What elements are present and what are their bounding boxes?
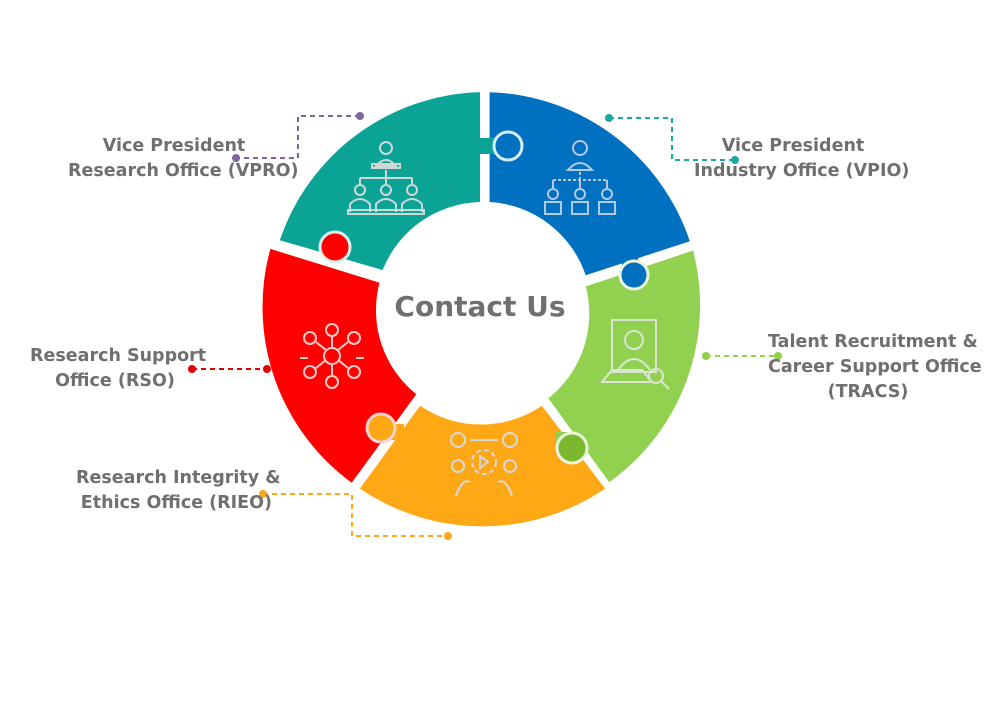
segment-vpro[interactable] [279, 92, 480, 270]
org-chart-icon [347, 141, 425, 215]
candidate-profile-icon [599, 319, 670, 390]
office-label-line: Ethics Office (RIEO) [80, 493, 272, 513]
office-label-line: Vice President [102, 136, 246, 156]
office-label-line: Research Office (VPRO) [68, 161, 299, 181]
office-label-line: Research Support [30, 346, 207, 366]
puzzle-tab-vpro-vpio [476, 130, 524, 162]
office-label-line: Industry Office (VPIO) [694, 161, 910, 181]
office-label-line: Vice President [721, 136, 865, 156]
office-label-vpio[interactable]: Vice President Industry Office (VPIO) [694, 134, 910, 184]
connector-rso [188, 365, 271, 373]
segment-tracs[interactable] [548, 250, 701, 483]
office-label-rso[interactable]: Research Support Office (RSO) [30, 344, 207, 394]
segment-vpio[interactable] [489, 92, 690, 276]
center-title: Contact Us [394, 290, 566, 323]
office-label-vpro[interactable]: Vice President Research Office (VPRO) [68, 134, 299, 184]
network-people-icon [300, 323, 364, 389]
process-gear-icon [450, 432, 518, 497]
connector-tracs [702, 352, 782, 360]
office-label-line: Career Support Office [768, 357, 982, 377]
puzzle-tab-tracs-rieo [555, 431, 589, 465]
hierarchy-icon [544, 140, 616, 215]
office-label-tracs[interactable]: Talent Recruitment & Career Support Offi… [768, 330, 982, 405]
office-label-line: Research Integrity & [76, 468, 281, 488]
office-label-line: Talent Recruitment & [768, 332, 978, 352]
connector-rieo [259, 490, 452, 540]
puzzle-tab-vpio-tracs [618, 256, 650, 291]
connector-vpro [232, 112, 364, 162]
connector-vpio [605, 114, 739, 164]
office-label-rieo[interactable]: Research Integrity & Ethics Office (RIEO… [76, 466, 281, 516]
office-label-line: Office (RSO) [55, 371, 175, 391]
puzzle-tab-rso-vpro [318, 230, 352, 264]
puzzle-tab-rieo-rso [365, 412, 404, 444]
office-label-line: (TRACS) [827, 382, 909, 402]
